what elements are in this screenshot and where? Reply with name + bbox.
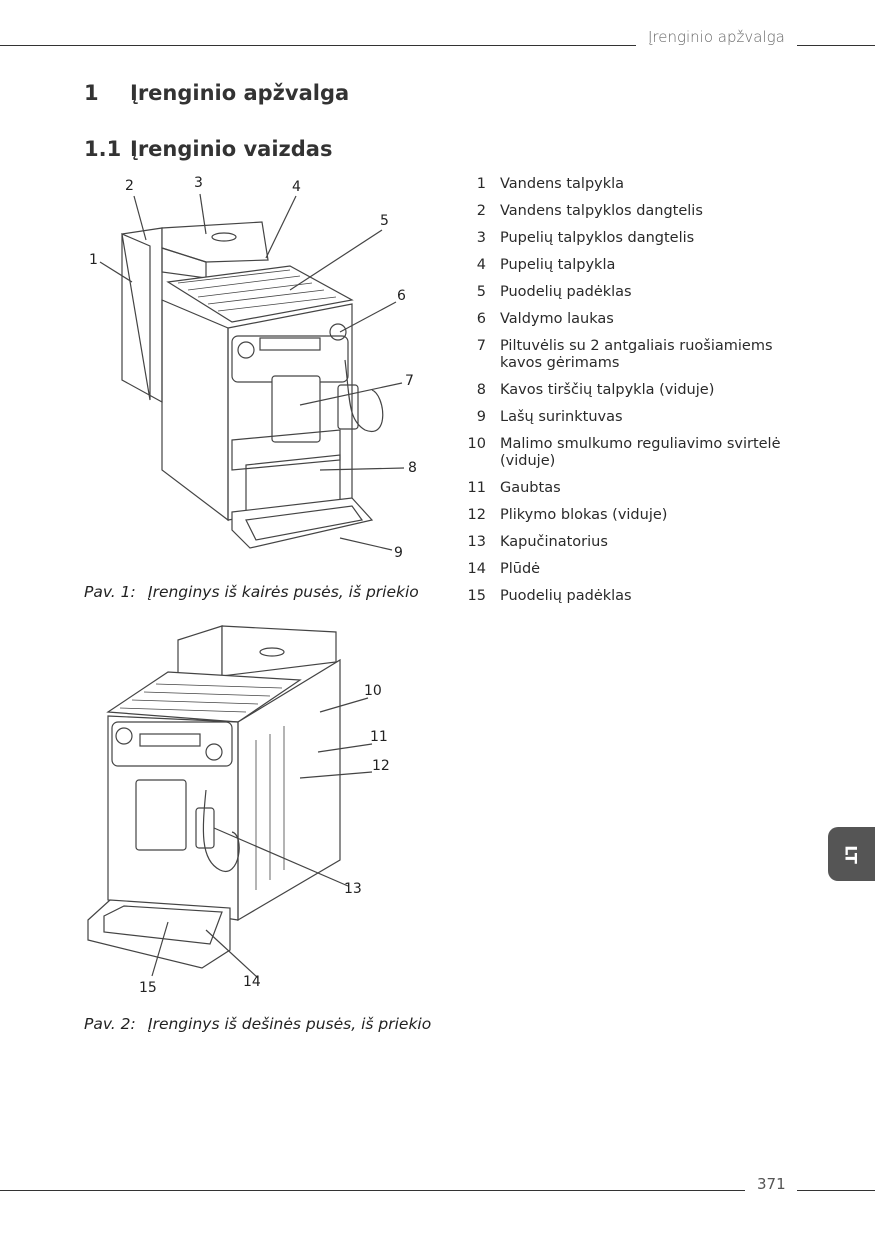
item-label: Puodelių padėklas [500,588,632,604]
section-number: 1 [84,81,99,105]
item-number: 15 [467,588,486,604]
header-rule-right [797,45,875,46]
item-label: Vandens talpyklos dangtelis [500,203,703,219]
callout-7: 7 [405,373,414,389]
list-item: 14 Plūdė [460,561,790,578]
callout-14: 14 [243,974,261,990]
callout-11: 11 [370,729,388,745]
item-number: 12 [467,507,486,523]
item-label: Plūdė [500,561,541,577]
item-label: Kapučinatorius [500,534,608,550]
item-number: 7 [476,338,486,354]
callout-13: 13 [344,881,362,897]
item-number: 10 [467,436,486,452]
item-number: 2 [476,203,486,219]
figure-caption-text: Įrenginys iš dešinės pusės, iš priekio [148,1015,432,1033]
list-item: 1 Vandens talpykla [460,176,790,193]
page-number: 371 [757,1175,786,1193]
list-item: 9 Lašų surinktuvas [460,409,790,426]
figure-2-machine-right-view: 10 11 12 13 14 15 [0,615,440,1005]
callout-8: 8 [408,460,417,476]
item-number: 13 [467,534,486,550]
callout-1: 1 [89,252,98,268]
item-label: Gaubtas [500,480,561,496]
list-item: 11 Gaubtas [460,480,790,497]
callout-9: 9 [394,545,403,561]
item-label: Pupelių talpyklos dangtelis [500,230,695,246]
subsection-heading: 1.1 Įrenginio vaizdas [84,137,332,161]
section-title: Įrenginio apžvalga [130,81,350,105]
item-label: Vandens talpykla [500,176,625,192]
list-item: 6 Valdymo laukas [460,311,790,328]
item-label: Malimo smulkumo reguliavimo svirtelė (vi… [500,436,781,469]
subsection-title: Įrenginio vaizdas [130,137,333,161]
language-tab-label: LT [842,844,861,864]
running-title: Įrenginio apžvalga [648,28,785,46]
figure-2-caption: Pav. 2: Įrenginys iš dešinės pusės, iš pr… [84,1015,431,1033]
item-number: 9 [476,409,486,425]
list-item: 15 Puodelių padėklas [460,588,790,605]
item-number: 3 [476,230,486,246]
figure-1-machine-left-view: 1 2 3 4 5 6 7 8 9 [0,170,440,590]
callout-2: 2 [125,178,134,194]
figure-label: Pav. 2: [84,1015,136,1033]
callout-15: 15 [139,980,157,996]
item-number: 1 [476,176,486,192]
list-item: 8 Kavos tirščių talpykla (viduje) [460,382,790,399]
list-item: 12 Plikymo blokas (viduje) [460,507,790,524]
item-label: Kavos tirščių talpykla (viduje) [500,382,715,398]
list-item: 10 Malimo smulkumo reguliavimo svirtelė (… [460,436,790,470]
list-item: 13 Kapučinatorius [460,534,790,551]
callout-6: 6 [397,288,406,304]
item-label: Plikymo blokas (viduje) [500,507,668,523]
item-label: Piltuvėlis su 2 antgaliais ruošiamiems k… [500,338,773,371]
figure-caption-text: Įrenginys iš kairės pusės, iš priekio [148,583,419,601]
header-rule-left [0,45,636,46]
item-number: 8 [476,382,486,398]
list-item: 5 Puodelių padėklas [460,284,790,301]
callout-10: 10 [364,683,382,699]
callout-3: 3 [194,175,203,191]
item-number: 14 [467,561,486,577]
callout-12: 12 [372,758,390,774]
subsection-number: 1.1 [84,137,122,161]
item-label: Valdymo laukas [500,311,614,327]
parts-list: 1 Vandens talpykla 2 Vandens talpyklos dang… [460,176,790,615]
footer-rule-left [0,1190,745,1191]
list-item: 3 Pupelių talpyklos dangtelis [460,230,790,247]
item-label: Pupelių talpykla [500,257,616,273]
item-label: Lašų surinktuvas [500,409,623,425]
callout-4: 4 [292,179,301,195]
list-item: 7 Piltuvėlis su 2 antgaliais ruošiamiems … [460,338,790,372]
item-number: 5 [476,284,486,300]
footer-rule-right [797,1190,875,1191]
list-item: 4 Pupelių talpykla [460,257,790,274]
figure-1-caption: Pav. 1: Įrenginys iš kairės pusės, iš pri… [84,583,419,601]
list-item: 2 Vandens talpyklos dangtelis [460,203,790,220]
section-heading: 1 Įrenginio apžvalga [84,81,349,105]
figure-label: Pav. 1: [84,583,136,601]
item-number: 11 [467,480,486,496]
item-number: 4 [476,257,486,273]
item-label: Puodelių padėklas [500,284,632,300]
language-tab-lt: LT [828,827,875,881]
callout-5: 5 [380,213,389,229]
item-number: 6 [476,311,486,327]
